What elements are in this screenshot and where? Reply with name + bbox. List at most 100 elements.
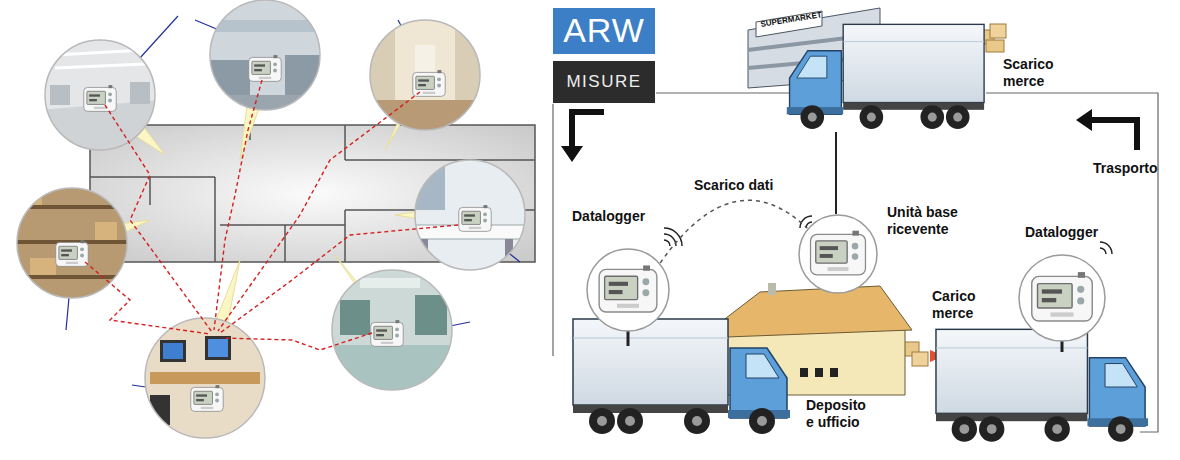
- illustration-part: [332, 270, 452, 390]
- edge-label: Scarico dati: [691, 177, 776, 194]
- illustration-part: [145, 318, 265, 438]
- illustration-part: [214, 80, 262, 330]
- illustration-part: [20, 188, 42, 205]
- illustration-part: [17, 188, 127, 298]
- illustration-part: [220, 225, 458, 333]
- illustration-part: [572, 112, 604, 146]
- illustration-part: [459, 205, 491, 231]
- illustration-part: [145, 318, 265, 438]
- illustration-part: [12, 183, 132, 303]
- place-label: Deposito e ufficio: [806, 397, 876, 431]
- illustration-part: [191, 385, 223, 411]
- illustration-part: [208, 339, 228, 357]
- flow-arrows: [561, 109, 1137, 162]
- illustration-part: [249, 55, 281, 81]
- illustration-part: [664, 228, 682, 246]
- circle-outline: [586, 248, 670, 332]
- logo-box: MISURE: [553, 61, 655, 103]
- illustration-part: [413, 70, 445, 96]
- circle-shape: [1019, 255, 1105, 341]
- illustration-part: [335, 345, 450, 390]
- circle-outline: [1018, 254, 1106, 342]
- datalogger-icon: [599, 265, 657, 312]
- illustration-part: [455, 30, 485, 100]
- illustration-part: [800, 368, 808, 377]
- illustration-part: [130, 82, 150, 104]
- step-label: Trasporto: [1093, 160, 1158, 177]
- illustration-part: [210, 0, 320, 110]
- illustration-part: [40, 35, 160, 155]
- illustration-part: [936, 329, 1148, 441]
- datalogger-circle: Datalogger: [586, 248, 670, 332]
- illustration-part: [332, 270, 452, 390]
- illustration-part: [332, 270, 452, 390]
- illustration-part: [1092, 120, 1137, 150]
- illustration-part: [768, 283, 776, 295]
- node-heading: Datalogger: [1025, 224, 1125, 241]
- illustration-part: [415, 165, 445, 210]
- illustration-part: [830, 368, 838, 377]
- illustration-part: [163, 343, 183, 359]
- illustration-part: [30, 258, 56, 275]
- node-heading: Unità base ricevente: [887, 204, 965, 238]
- illustration-part: [815, 368, 823, 377]
- bottom-right-truck: [936, 329, 1148, 441]
- illustration-part: [990, 24, 1006, 38]
- illustration-part: [664, 240, 670, 246]
- photo-circles: [12, 0, 530, 438]
- illustration-part: [371, 320, 403, 346]
- bottom-left-truck: [573, 319, 790, 434]
- receiver-circle: Unità base ricevente: [798, 214, 878, 294]
- illustration-part: [50, 85, 70, 105]
- logo-text: ARW: [563, 12, 645, 49]
- illustration-part: [415, 160, 525, 270]
- illustration-part: [365, 30, 395, 100]
- illustration-part: [84, 85, 116, 111]
- datalogger-circle: Datalogger: [1018, 254, 1106, 342]
- illustration-part: [360, 278, 420, 288]
- illustration-part: [12, 183, 132, 303]
- illustration-part: [912, 352, 928, 366]
- illustration-part: [787, 24, 984, 129]
- datalogger-icon: [1032, 272, 1092, 321]
- illustration-part: [573, 319, 790, 434]
- logo-box: ARW: [553, 8, 655, 54]
- illustration-part: [205, 336, 231, 360]
- illustration-part: [365, 15, 485, 135]
- illustration-part: [340, 300, 370, 335]
- illustration-part: [986, 40, 1004, 52]
- illustration-part: [756, 11, 822, 37]
- circle-outline: [798, 214, 878, 294]
- logo-text: MISURE: [566, 73, 641, 92]
- illustration-part: [215, 20, 315, 32]
- illustration-part: [150, 395, 170, 425]
- illustration-part: [145, 318, 265, 438]
- illustration-part: [410, 155, 530, 275]
- datalogger-icon: [811, 230, 866, 275]
- illustration-part: [160, 340, 186, 362]
- radio-links: [85, 80, 458, 350]
- illustration-part: [40, 35, 160, 155]
- illustration-part: [365, 15, 485, 135]
- illustration-part: [45, 40, 155, 150]
- node-heading: Datalogger: [572, 208, 672, 225]
- illustration-part: [56, 240, 88, 266]
- probes: [628, 326, 1062, 352]
- data-link: [660, 200, 807, 263]
- illustration-part: [410, 155, 530, 275]
- illustration-part: [222, 333, 372, 350]
- illustration-part: [415, 295, 447, 335]
- illustration-part: [95, 222, 117, 240]
- antenna-cable: [835, 132, 837, 214]
- illustration-part: [370, 20, 480, 130]
- step-label: Carico merce: [932, 288, 990, 322]
- illustration-part: [664, 234, 676, 246]
- illustration-part: [1076, 109, 1092, 131]
- illustration-part: [55, 64, 145, 68]
- illustration-part: [205, 0, 325, 115]
- illustration-part: [205, 95, 325, 115]
- illustration-part: [205, 0, 325, 115]
- illustration-part: [561, 146, 583, 162]
- illustration-part: [420, 239, 428, 269]
